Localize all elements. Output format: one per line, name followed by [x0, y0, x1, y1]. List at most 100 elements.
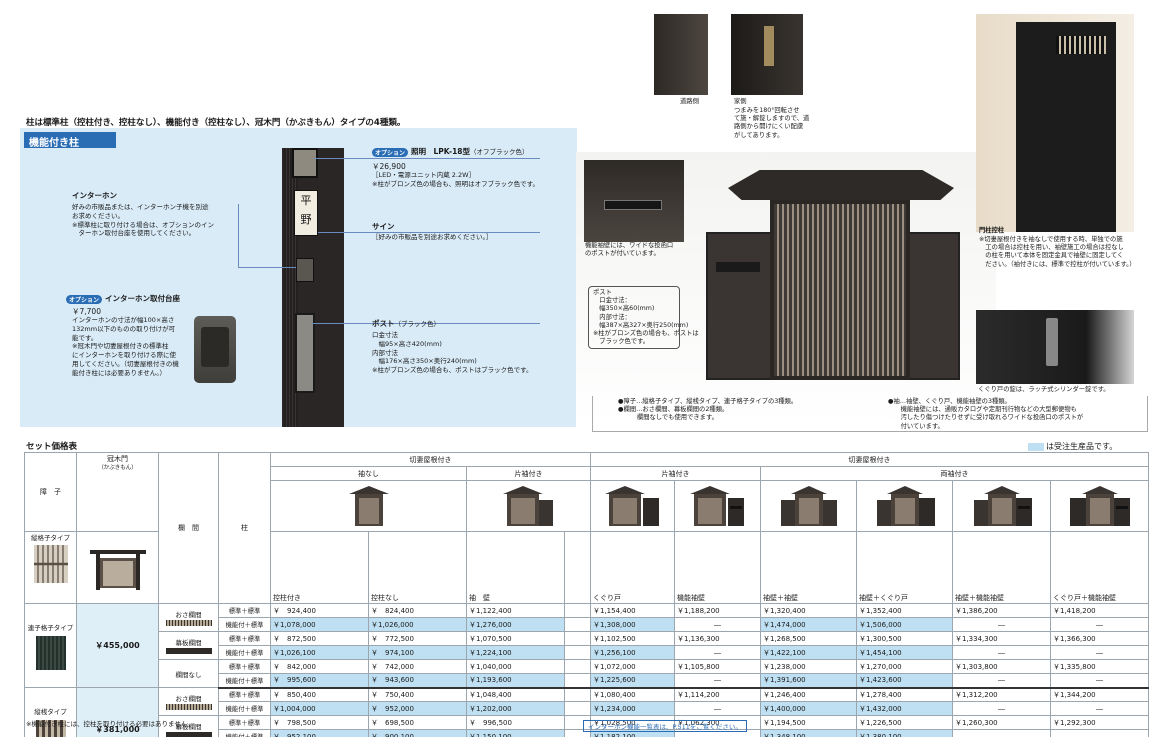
- ranma-cell: 幕板欄間: [158, 715, 219, 737]
- table-row: 欄間なし標準＋標準￥ 842,000￥ 742,000￥1,040,000￥1,…: [25, 659, 1150, 688]
- price-cell: ￥1,423,600: [856, 673, 953, 689]
- gate-thumb-icon: [348, 486, 389, 526]
- price-cell: ￥ 900,100: [368, 729, 467, 737]
- order-swatch: [1028, 442, 1044, 451]
- ranma-swatch-icon: [165, 704, 212, 710]
- sleeve-wall-right: [908, 232, 960, 380]
- table-title: セット価格表: [26, 442, 78, 452]
- price-cell: ―: [1049, 645, 1150, 660]
- price-cell: ￥1,422,100: [760, 645, 857, 660]
- price-cell: ￥ 798,500: [270, 715, 369, 730]
- header-col-sode-kinou: 袖壁＋機能袖壁: [952, 531, 1051, 604]
- header-col-kinou: 機能袖壁: [674, 531, 761, 604]
- table-row: 幕板欄間標準＋標準￥ 798,500￥ 698,500￥ 996,500￥1,0…: [25, 715, 1150, 737]
- price-cell: ―: [674, 701, 761, 716]
- table-row: 機能付＋標準￥ 995,600￥ 943,600￥1,193,600￥1,225…: [25, 673, 1150, 689]
- img-cell-kuguri-kinou: [1049, 480, 1150, 532]
- spacer-cell: [564, 645, 591, 660]
- img-cell-kuguri: [590, 480, 675, 532]
- table-row: 機能付＋標準￥1,026,100￥ 974,100￥1,224,100￥1,25…: [25, 645, 1150, 660]
- notes-box: [592, 396, 1148, 432]
- pillar-cell: 標準＋標準: [218, 659, 271, 674]
- spacer-cell: [564, 631, 591, 646]
- price-cell: ￥1,335,800: [1049, 659, 1150, 674]
- price-cell: ―: [952, 701, 1051, 716]
- shoji-type-cell: 縦桟タイプ: [24, 687, 77, 737]
- nameplate: 平 野: [294, 190, 318, 236]
- price-cell: ￥1,224,100: [466, 645, 565, 660]
- header-kirizuma-left: 切妻屋根付き: [270, 452, 591, 467]
- header-kirizuma-right: 切妻屋根付き: [589, 452, 1150, 467]
- price-cell: ￥1,026,100: [270, 645, 369, 660]
- price-cell: ￥1,344,200: [1049, 687, 1150, 702]
- order-legend-text: は受注生産品です。: [1046, 442, 1118, 451]
- intercom-title: インターホン: [72, 191, 117, 200]
- price-cell: ―: [674, 645, 761, 660]
- price-cell: ￥1,432,000: [856, 701, 953, 716]
- leader-line: [318, 232, 540, 233]
- option-badge: オプション: [372, 147, 409, 157]
- sleeve-wall-left: [706, 232, 772, 380]
- price-cell: ￥1,278,400: [856, 687, 953, 702]
- price-cell: ￥ 850,400: [270, 687, 369, 702]
- price-cell: ￥1,246,400: [760, 687, 857, 702]
- notes-right: ●袖…袖壁、くぐり戸、機能袖壁の3種類。 機能袖壁には、通販カタログや定期刊行物…: [888, 398, 1084, 430]
- header-hashira: 柱: [218, 452, 271, 604]
- price-cell: ￥ 996,500: [466, 715, 565, 730]
- panel-title: 機能付き柱: [24, 132, 116, 149]
- house-side-caption: 家側: [734, 98, 747, 105]
- header-col-kuguri: くぐり戸: [590, 531, 675, 604]
- price-cell: ￥1,105,800: [674, 659, 761, 674]
- price-cell: ￥1,048,400: [466, 687, 565, 702]
- shoji-type-cell: 連子格子タイプ: [24, 603, 77, 688]
- gate-thumb-icon: [689, 486, 744, 526]
- price-cell: ￥ 772,500: [368, 631, 467, 646]
- header-col-sodekabe: 袖 壁: [466, 531, 565, 604]
- price-cell: ￥1,150,100: [466, 729, 565, 737]
- price-cell: ￥1,506,000: [856, 617, 953, 632]
- shoji-type-label: 連子格子タイプ: [27, 623, 74, 632]
- option-badge: オプション: [66, 294, 103, 304]
- price-cell: ￥1,026,000: [368, 617, 467, 632]
- price-cell: ￥1,072,000: [590, 659, 675, 674]
- pillar-cell: 機能付＋標準: [218, 645, 271, 660]
- price-cell: ￥ 842,000: [270, 659, 369, 674]
- price-cell: ￥1,004,000: [270, 701, 369, 716]
- ranma-cell: おさ欄間: [158, 687, 219, 716]
- order-legend: は受注生産品です。: [1028, 441, 1117, 452]
- price-cell: ￥1,454,100: [856, 645, 953, 660]
- header-ranma: 欄 間: [158, 452, 219, 604]
- price-cell: ￥1,238,000: [760, 659, 857, 674]
- ranma-label: おさ欄間: [175, 695, 202, 703]
- leader-line: [314, 158, 540, 159]
- kabuki-gate-icon: [89, 549, 146, 590]
- gate-thumb-icon: [780, 486, 837, 526]
- header-kabuki-ruby: （かぶきもん）: [98, 465, 137, 472]
- price-table: 障 子 冠木門 （かぶきもん） 欄 間 柱 切妻屋根付き 切妻屋根付き 袖なし …: [24, 452, 1150, 737]
- leader-line: [238, 204, 239, 268]
- header-kabuki-label: 冠木門: [107, 455, 128, 463]
- price-cell: ￥ 952,000: [368, 701, 467, 716]
- pillar-cell: 標準＋標準: [218, 687, 271, 702]
- price-cell: ￥1,366,300: [1049, 631, 1150, 646]
- price-cell: ￥1,300,500: [856, 631, 953, 646]
- img-cell-sode-sode: [760, 480, 857, 532]
- price-cell: ￥1,334,300: [952, 631, 1051, 646]
- light-fixture: [292, 148, 318, 178]
- price-cell: ￥1,303,800: [952, 659, 1051, 674]
- gate-thumb-icon: [604, 486, 659, 526]
- lighting-heading: オプション照明 LPK-18型（オフブラック色）: [372, 146, 529, 157]
- shoji-type-label: 縦桟タイプ: [34, 707, 67, 716]
- leader-line: [238, 267, 296, 268]
- kabuki-thumb: [76, 531, 159, 604]
- intercom-stand-price: ￥7,700: [72, 307, 101, 316]
- table-row: 幕板欄間標準＋標準￥ 872,500￥ 772,500￥1,070,500￥1,…: [25, 631, 1150, 660]
- pillar-cell: 機能付＋標準: [218, 729, 271, 737]
- post-spec-box: ポスト 口金寸法： 幅350×高60(mm) 内部寸法： 幅387×高327×奥…: [588, 286, 699, 350]
- spacer-cell: [564, 673, 591, 689]
- price-cell: ￥1,352,400: [856, 603, 953, 618]
- price-cell: ￥1,256,100: [590, 645, 675, 660]
- price-cell: ―: [1049, 701, 1150, 716]
